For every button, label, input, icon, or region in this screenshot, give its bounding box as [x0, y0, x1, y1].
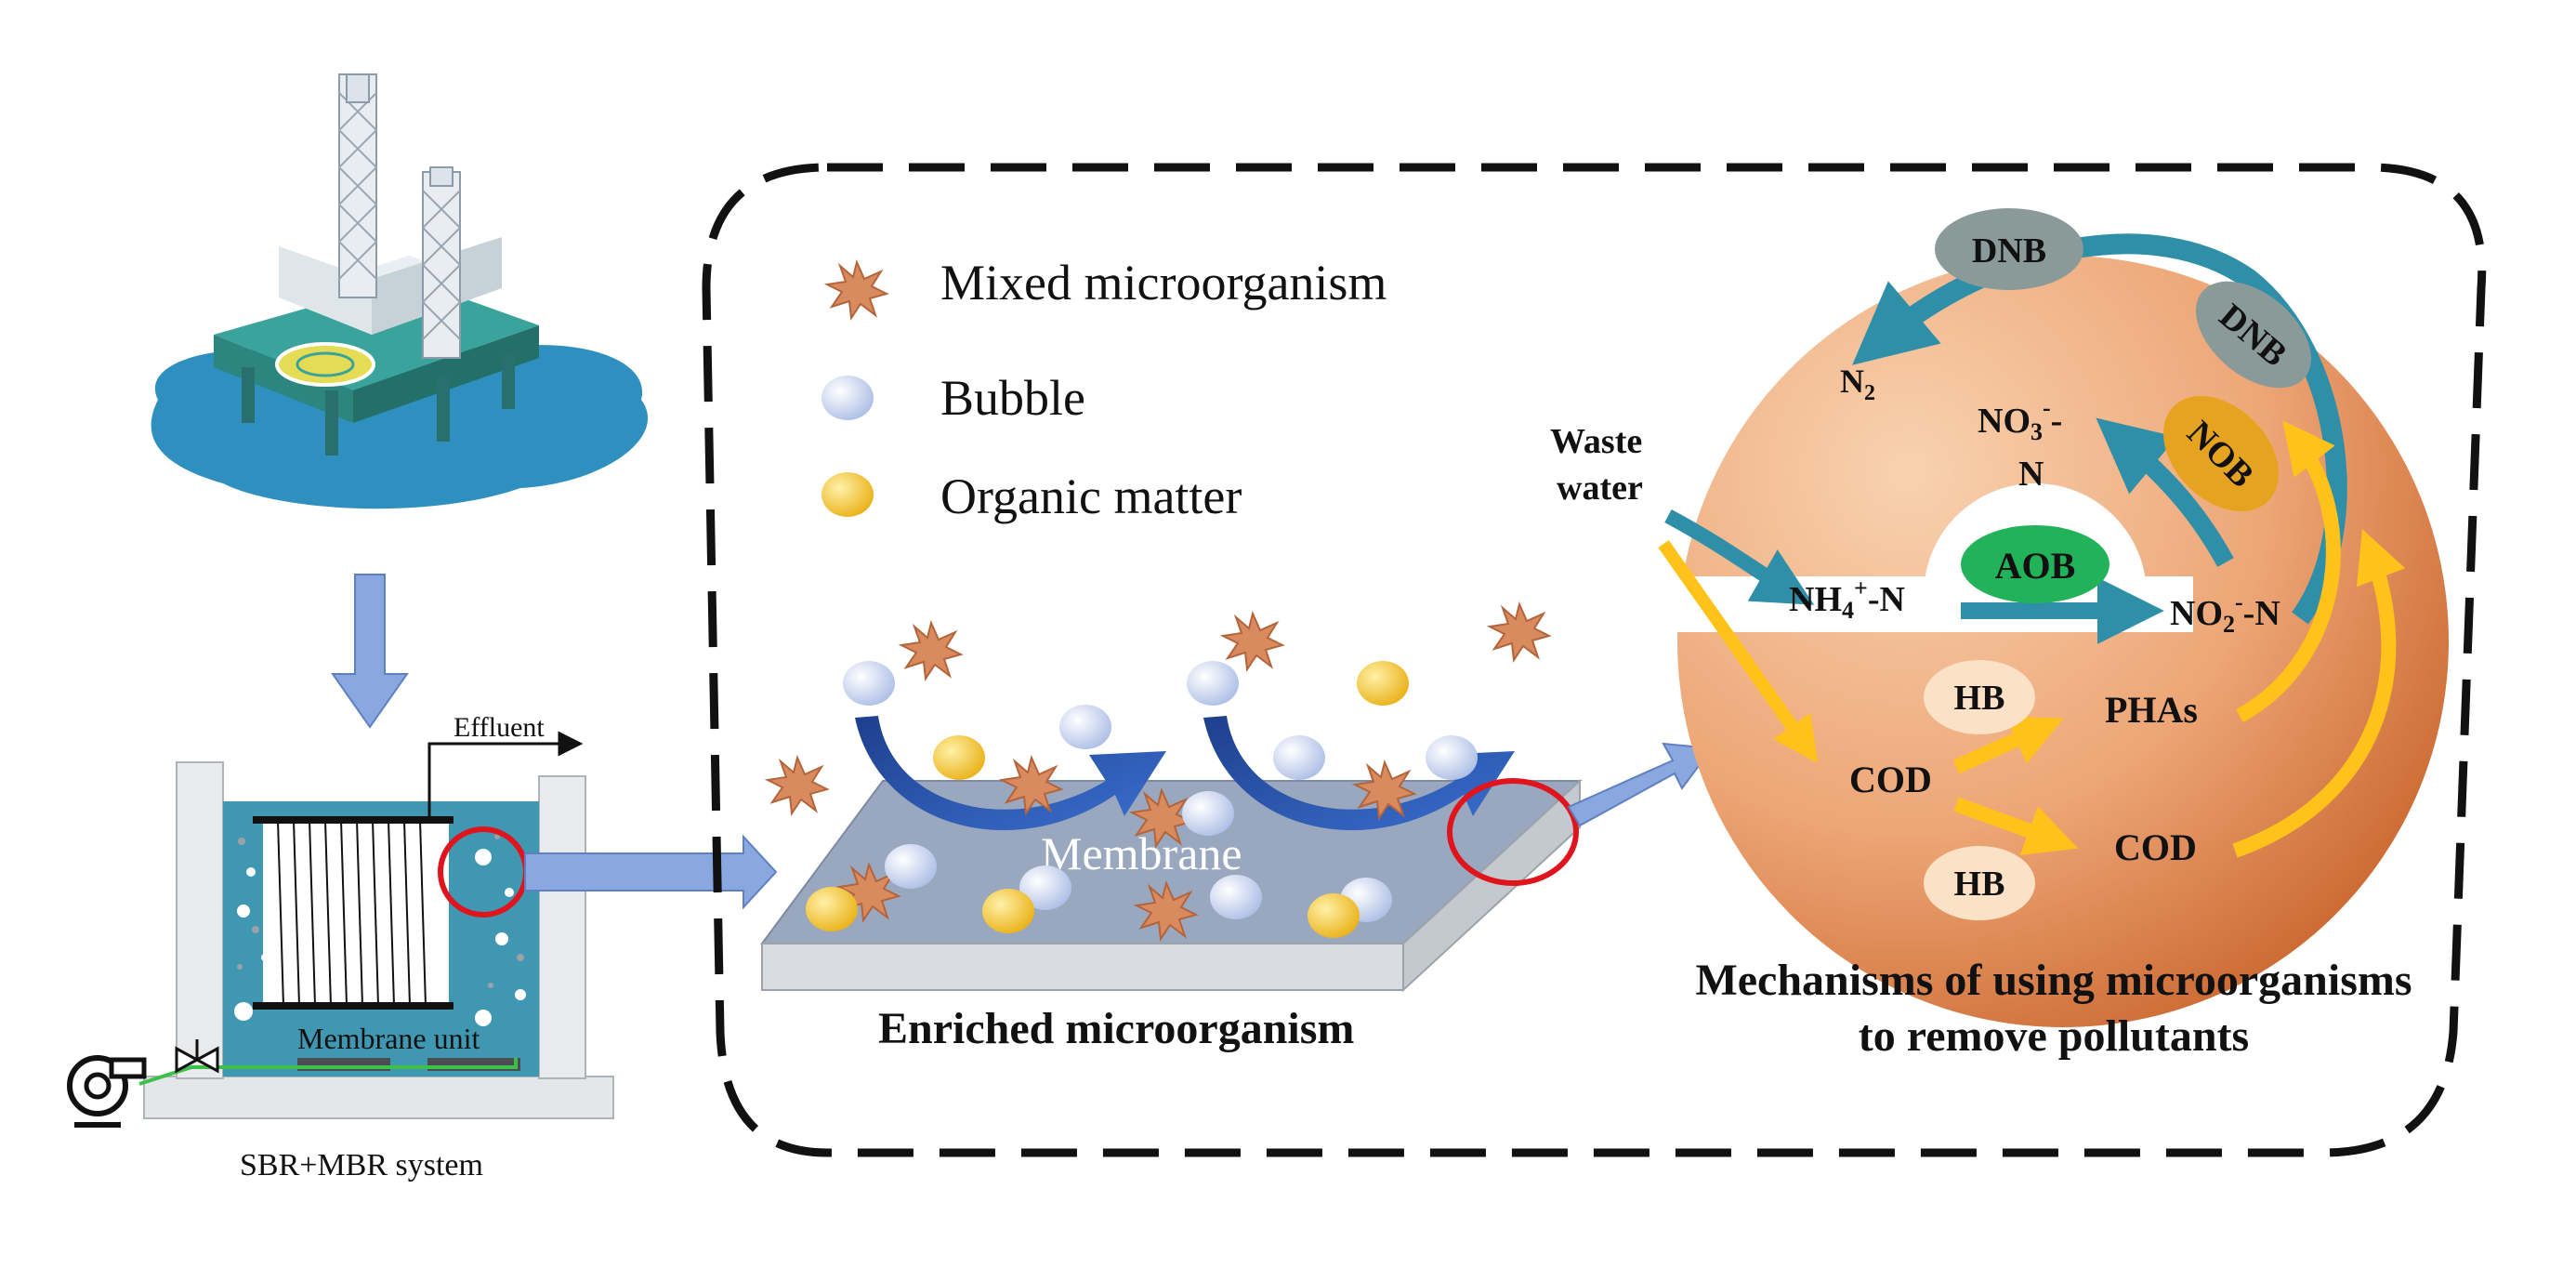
- organic-matter-icon: [821, 472, 874, 517]
- dashed-panel: [702, 163, 2487, 1157]
- system-caption: SBR+MBR system: [240, 1148, 483, 1182]
- mechanism-caption-line1: Mechanisms of using microorganisms: [1695, 956, 2412, 1005]
- microorganism-cell: [1636, 256, 2449, 1027]
- waste-label-line1: Waste: [1550, 422, 1642, 461]
- cod-yellow-arrow: [2232, 529, 2406, 858]
- phas-label: PHAs: [2105, 689, 2198, 731]
- spiky-microorganism-icon: [826, 261, 887, 319]
- hb-bottom-oval: [1924, 846, 2035, 920]
- membrane-particles: [767, 603, 1550, 940]
- offshore-platform-icon: [151, 73, 649, 509]
- cod-left-label: COD: [1849, 759, 1932, 800]
- legend-organic-label: Organic matter: [940, 469, 1242, 524]
- legend-microorganism-label: Mixed microorganism: [940, 255, 1387, 310]
- n2-label: N2: [1840, 363, 1875, 405]
- cod-right-label: COD: [2114, 826, 2197, 868]
- legend-bubble-label: Bubble: [940, 370, 1085, 426]
- tank-bubbles: [234, 849, 526, 1026]
- aob-oval: [1961, 525, 2109, 603]
- valve-icon: [175, 1039, 219, 1074]
- cycle-arrow-no2-no3: [2096, 417, 2234, 567]
- red-highlight-circle-membrane: [1447, 778, 1579, 886]
- membrane-label: Membrane: [1041, 827, 1242, 879]
- waste-water-yellow-arrow: [1658, 539, 1819, 764]
- effluent-label: Effluent: [453, 712, 545, 743]
- curl-arrow-left: [855, 716, 1166, 831]
- blower-icon: [67, 1055, 147, 1128]
- sbr-mbr-tank: [138, 731, 614, 1119]
- no3-label-line2: N: [2018, 455, 2044, 494]
- membrane-unit-label: Membrane unit: [297, 1022, 480, 1055]
- membrane-caption: Enriched microorganism: [878, 1004, 1354, 1053]
- cod-to-phas-arrow: [1952, 716, 2064, 774]
- bubble-icon: [821, 376, 874, 420]
- cod-to-cod-arrow: [1953, 797, 2079, 855]
- no3-label: NO3--: [1978, 394, 2062, 445]
- dnb-top-oval: [1935, 208, 2083, 290]
- nh4-label: NH4+-N: [1789, 575, 1905, 624]
- waste-label-line2: water: [1557, 469, 1643, 508]
- legend: Mixed microorganism Bubble Organic matte…: [821, 255, 1387, 524]
- hb-top-label: HB: [1954, 679, 2005, 718]
- membrane-to-mechanism-arrow: [1567, 742, 1714, 827]
- mechanism-caption-line2: to remove pollutants: [1859, 1011, 2249, 1061]
- down-flow-arrow: [331, 574, 409, 729]
- curl-arrow-right: [1203, 716, 1515, 831]
- nob-oval: [2163, 396, 2279, 511]
- hb-bottom-label: HB: [1954, 865, 2005, 904]
- aob-label: AOB: [1995, 545, 2076, 587]
- dnb-right-oval: [2196, 281, 2311, 389]
- no2-label: NO2--N: [2170, 588, 2280, 638]
- hb-top-oval: [1924, 660, 2035, 734]
- dnb-top-label: DNB: [1972, 231, 2046, 271]
- waste-water-teal-arrow: [1664, 509, 1815, 605]
- phas-yellow-arrow: [2236, 420, 2341, 723]
